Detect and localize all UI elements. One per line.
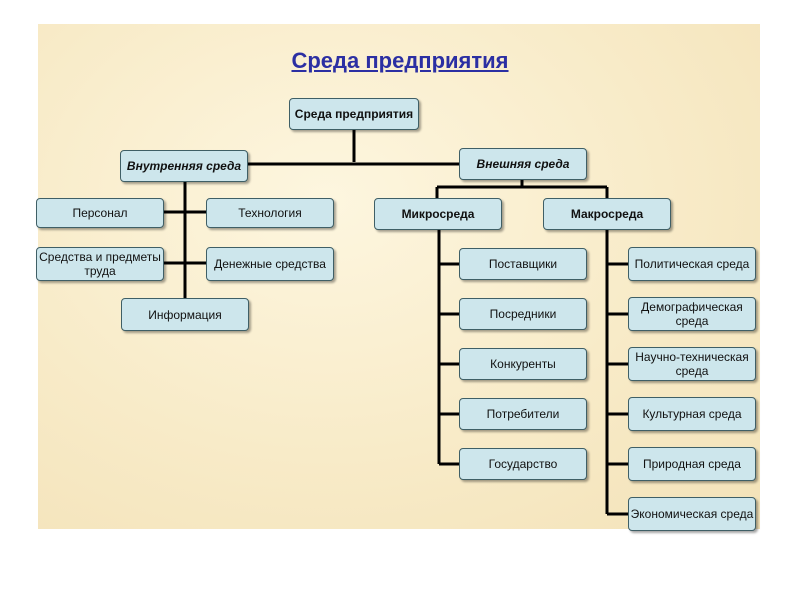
macro-item-natural: Природная среда [628, 447, 756, 481]
macro-environment-node: Макросреда [543, 198, 671, 230]
root-node: Среда предприятия [289, 98, 419, 130]
internal-item-personnel: Персонал [36, 198, 164, 228]
macro-item-cultural: Культурная среда [628, 397, 756, 431]
internal-item-technology: Технология [206, 198, 334, 228]
micro-item-suppliers: Поставщики [459, 248, 587, 280]
internal-item-money: Денежные средства [206, 247, 334, 281]
internal-environment-node: Внутренняя среда [120, 150, 248, 182]
macro-item-political: Политическая среда [628, 247, 756, 281]
micro-item-consumers: Потребители [459, 398, 587, 430]
micro-item-competitors: Конкуренты [459, 348, 587, 380]
micro-item-state: Государство [459, 448, 587, 480]
macro-item-economic: Экономическая среда [628, 497, 756, 531]
internal-item-information: Информация [121, 298, 249, 331]
macro-item-scientific-technical: Научно-техническая среда [628, 347, 756, 381]
macro-item-demographic: Демографическая среда [628, 297, 756, 331]
micro-item-intermediaries: Посредники [459, 298, 587, 330]
internal-item-means-of-labor: Средства и предметы труда [36, 247, 164, 281]
external-environment-node: Внешняя среда [459, 148, 587, 180]
micro-environment-node: Микросреда [374, 198, 502, 230]
page-title: Среда предприятия [291, 48, 509, 73]
